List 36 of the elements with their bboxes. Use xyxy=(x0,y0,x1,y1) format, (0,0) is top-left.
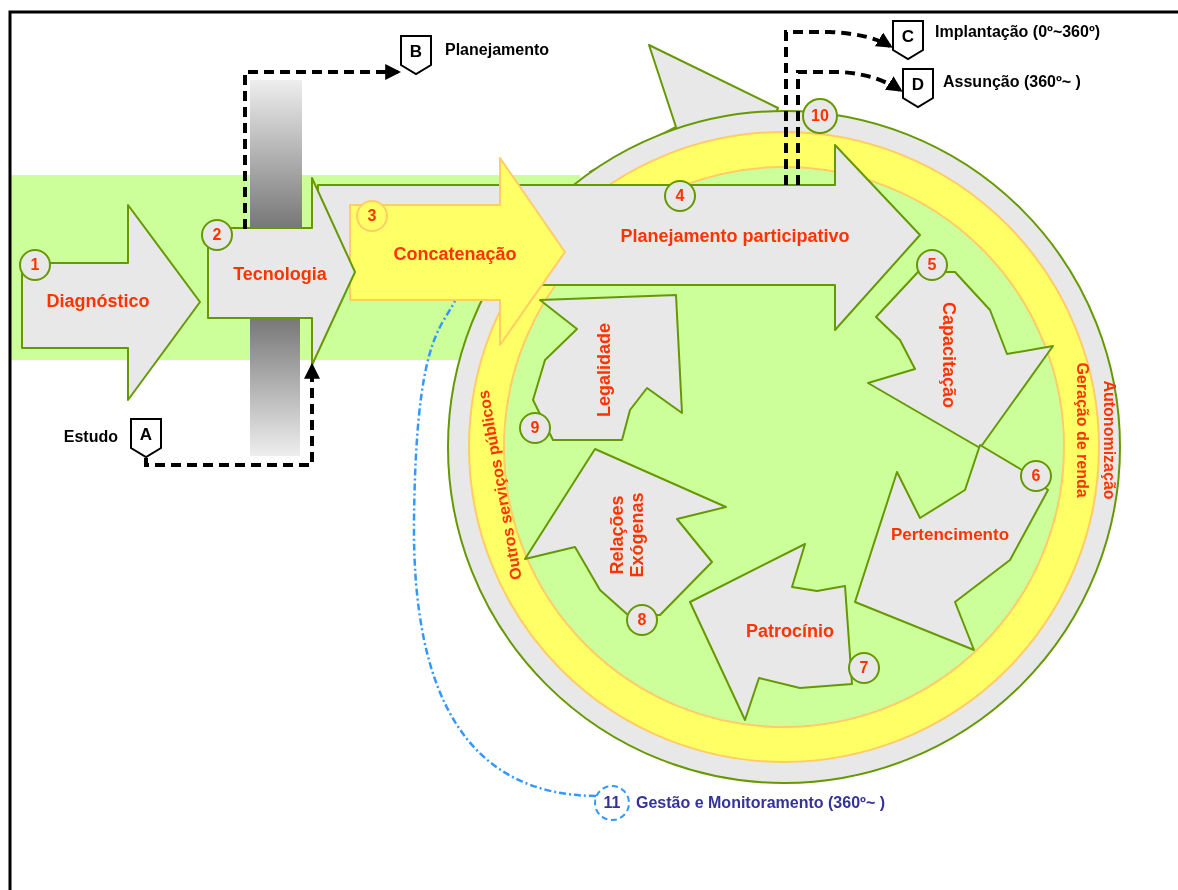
number-circle: 11 xyxy=(594,785,630,821)
arrow-shape xyxy=(866,250,1056,450)
arrow-shape xyxy=(350,158,566,346)
step-label: Assunção (360º~ ) xyxy=(943,73,1081,91)
arrow-label: Pertencimento xyxy=(890,525,1010,545)
ring-label: Geração de renda xyxy=(1073,362,1091,498)
number-circle: 10 xyxy=(802,98,838,134)
badge-shape xyxy=(902,68,934,108)
gradient-bar xyxy=(250,318,300,456)
step-label: Implantação (0º~360º) xyxy=(935,23,1101,41)
arrow-label: Tecnologia xyxy=(233,265,327,285)
badge-shape xyxy=(130,418,162,458)
badge-shape xyxy=(400,35,432,75)
arrow-label: Concatenação xyxy=(393,245,517,265)
arrow-label: Relações Exógenas xyxy=(608,491,648,580)
arrow-shape xyxy=(22,205,202,402)
badge-shape xyxy=(892,20,924,60)
ring-label: Autonomização xyxy=(1100,380,1118,500)
badge-letter: D xyxy=(911,75,925,95)
dash-dot-line xyxy=(412,300,597,798)
arrow-label: Capacitação xyxy=(938,301,958,409)
arrow-label: Legalidade xyxy=(595,323,615,417)
gradient-bar xyxy=(250,80,302,228)
arrow-label: Diagnóstico xyxy=(46,292,150,312)
dashed-arrow xyxy=(784,30,893,185)
step-label: Planejamento xyxy=(445,41,550,59)
arrow-label: Planejamento participativo xyxy=(620,227,850,247)
dashed-arrow xyxy=(243,64,402,229)
dashed-arrow xyxy=(796,70,903,185)
arrow-label: Patrocínio xyxy=(746,622,834,642)
dashed-arrow xyxy=(144,362,320,467)
badge-letter: B xyxy=(409,42,423,62)
step-label: Estudo xyxy=(63,428,118,446)
step-label: Gestão e Monitoramento (360º~ ) xyxy=(636,794,885,812)
badge-letter: C xyxy=(901,27,915,47)
badge-letter: A xyxy=(139,425,153,445)
